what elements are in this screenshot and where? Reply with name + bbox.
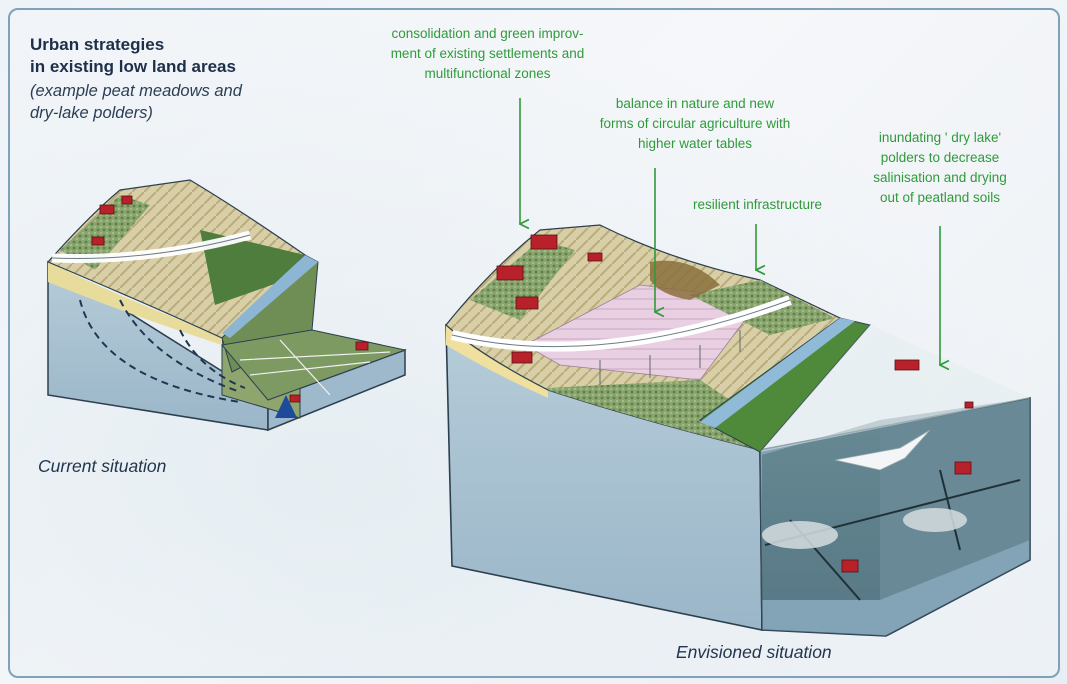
annotation-line: ment of existing settlements and [390,46,585,61]
title-line-2: in existing low land areas [30,57,236,76]
annotation-line: out of peatland soils [879,190,1001,205]
annotation-polders: inundating ' dry lake' polders to decrea… [845,128,1035,208]
annotation-line: polders to decrease [880,150,1000,165]
annotation-line: higher water tables [637,136,753,151]
annotation-arrows [520,98,940,365]
annotation-line: consolidation and green improv- [391,26,584,41]
annotation-line: forms of circular agriculture with [599,116,791,131]
annotation-line: salinisation and drying [873,170,1007,185]
annotation-agriculture: balance in nature and new forms of circu… [555,94,835,154]
annotation-line: inundating ' dry lake' [878,130,1002,145]
caption-envisioned-situation: Envisioned situation [676,642,832,662]
subtitle-line-1: (example peat meadows and [30,82,242,100]
diagram-subtitle: (example peat meadows and dry-lake polde… [30,80,242,124]
annotation-line: balance in nature and new [615,96,775,111]
title-line-1: Urban strategies [30,35,165,54]
subtitle-line-2: dry-lake polders) [30,104,153,122]
diagram-title: Urban strategies in existing low land ar… [30,34,236,78]
caption-current-situation: Current situation [38,456,167,476]
annotation-settlements: consolidation and green improv- ment of … [345,24,630,84]
annotation-line: multifunctional zones [424,66,551,81]
envisioned-situation-block [445,224,1031,637]
annotation-line: resilient infrastructure [692,197,823,212]
current-situation-block [46,179,407,432]
annotation-infrastructure: resilient infrastructure [665,195,850,215]
